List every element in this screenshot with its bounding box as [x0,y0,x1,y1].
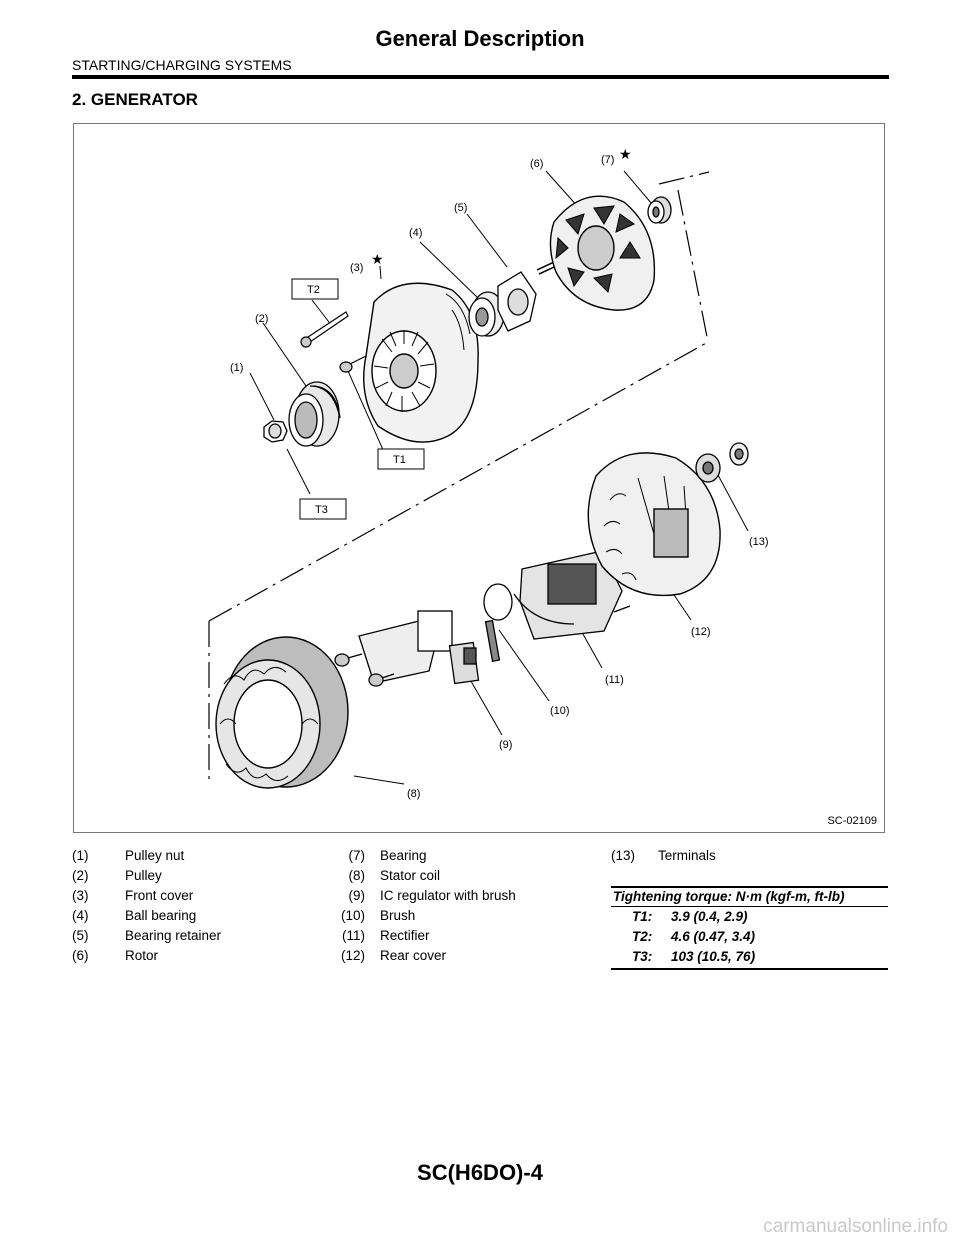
legend-item: (13) Terminals [611,846,888,866]
legend-label: Bearing retainer [125,928,222,943]
section-name: STARTING/CHARGING SYSTEMS [72,57,292,73]
torque-key: T1: [632,909,653,924]
rear-cover-part [587,452,721,597]
torque-value: 4.6 (0.47, 3.4) [671,929,756,944]
screw-part [339,355,367,373]
torque-value: 103 (10.5, 76) [671,949,756,964]
legend-num: (8) [348,868,366,883]
callout-4: (4) [409,227,422,239]
bearing-part [647,196,672,224]
page-title: General Description [375,26,585,51]
legend-num: (6) [72,948,89,963]
torque-value: 3.9 (0.4, 2.9) [671,909,748,924]
header-rule [72,75,889,79]
generator-diagram: T2 T1 T3 (1) (2) (3) (4) (5) (6) (7) (8)… [208,146,769,800]
legend-num: (5) [72,928,89,943]
legend-num: (11) [341,928,365,943]
legend-label: Bearing [380,848,427,863]
front-cover-part [363,282,479,443]
terminals-part [695,442,749,483]
legend-label: Brush [380,908,416,923]
torque-table: Tightening torque: N·m (kgf-m, ft-lb) T1… [611,886,888,970]
callout-3: (3) [350,262,363,274]
callout-9: (9) [499,739,512,751]
callout-8: (8) [407,788,420,800]
tag-t2: T2 [307,284,320,296]
watermark: carmanualsonline.info [763,1216,948,1237]
bearing-retainer-part [497,271,537,332]
torque-row: T2: 4.6 (0.47, 3.4) [611,927,888,947]
torque-row: T1: 3.9 (0.4, 2.9) [611,907,888,927]
callout-2: (2) [255,313,268,325]
generator-exploded-figure: T2 T1 T3 (1) (2) (3) (4) (5) (6) (7) (8)… [73,123,885,833]
pulley-part [288,381,341,447]
brush-part [483,583,513,662]
star-icon: ★ [619,146,632,162]
legend-label: Stator coil [380,868,441,883]
callout-5: (5) [454,202,467,214]
figure-id: SC-02109 [827,815,877,827]
tag-t1: T1 [393,454,406,466]
legend-label: Rectifier [380,928,430,943]
tag-t3: T3 [315,504,328,516]
legend-num: (10) [340,908,365,923]
callout-7: (7) [601,154,614,166]
callout-11: (11) [605,674,624,686]
legend-num: (2) [72,868,89,883]
torque-key: T3: [632,949,653,964]
tag-box-t3 [299,498,347,520]
legend-label: Ball bearing [125,908,197,923]
legend-label: Rotor [125,948,159,963]
torque-row: T3: 103 (10.5, 76) [611,947,888,967]
tag-box-t1 [377,448,425,470]
legend-label: Pulley nut [125,848,185,863]
legend-column-3: (13) Terminals [611,846,888,866]
legend-label: Terminals [658,848,716,863]
callout-6: (6) [530,158,543,170]
callout-1: (1) [230,362,243,374]
through-bolt-part [300,311,349,348]
legend-num: (12) [340,948,365,963]
star-icon: ★ [371,251,384,267]
tag-box-t2 [291,278,339,300]
legend-label: Pulley [125,868,162,883]
page-code: SC(H6DO)-4 [417,1160,543,1185]
legend-num: (3) [72,888,89,903]
legend-num: (9) [348,888,366,903]
torque-table-title: Tightening torque: N·m (kgf-m, ft-lb) [611,886,888,907]
rotor-part [536,195,656,311]
ball-bearing-part [468,291,505,337]
ic-regulator-part [334,610,480,687]
legend-label: Rear cover [380,948,447,963]
callout-13: (13) [749,536,769,548]
legend-num: (7) [348,848,366,863]
torque-table-bottom-rule [611,968,888,970]
section-heading: 2. GENERATOR [72,90,198,109]
stator-coil-part [215,636,349,789]
legend-label: IC regulator with brush [380,888,516,903]
pulley-nut-part [263,420,288,443]
torque-key: T2: [632,929,653,944]
legend-num: (4) [72,908,89,923]
callout-10: (10) [550,705,570,717]
callout-12: (12) [691,626,711,638]
legend-num: (1) [72,848,89,863]
legend-num: (13) [611,848,636,863]
legend-label: Front cover [125,888,194,903]
assembly-guide-lines [208,171,710,784]
